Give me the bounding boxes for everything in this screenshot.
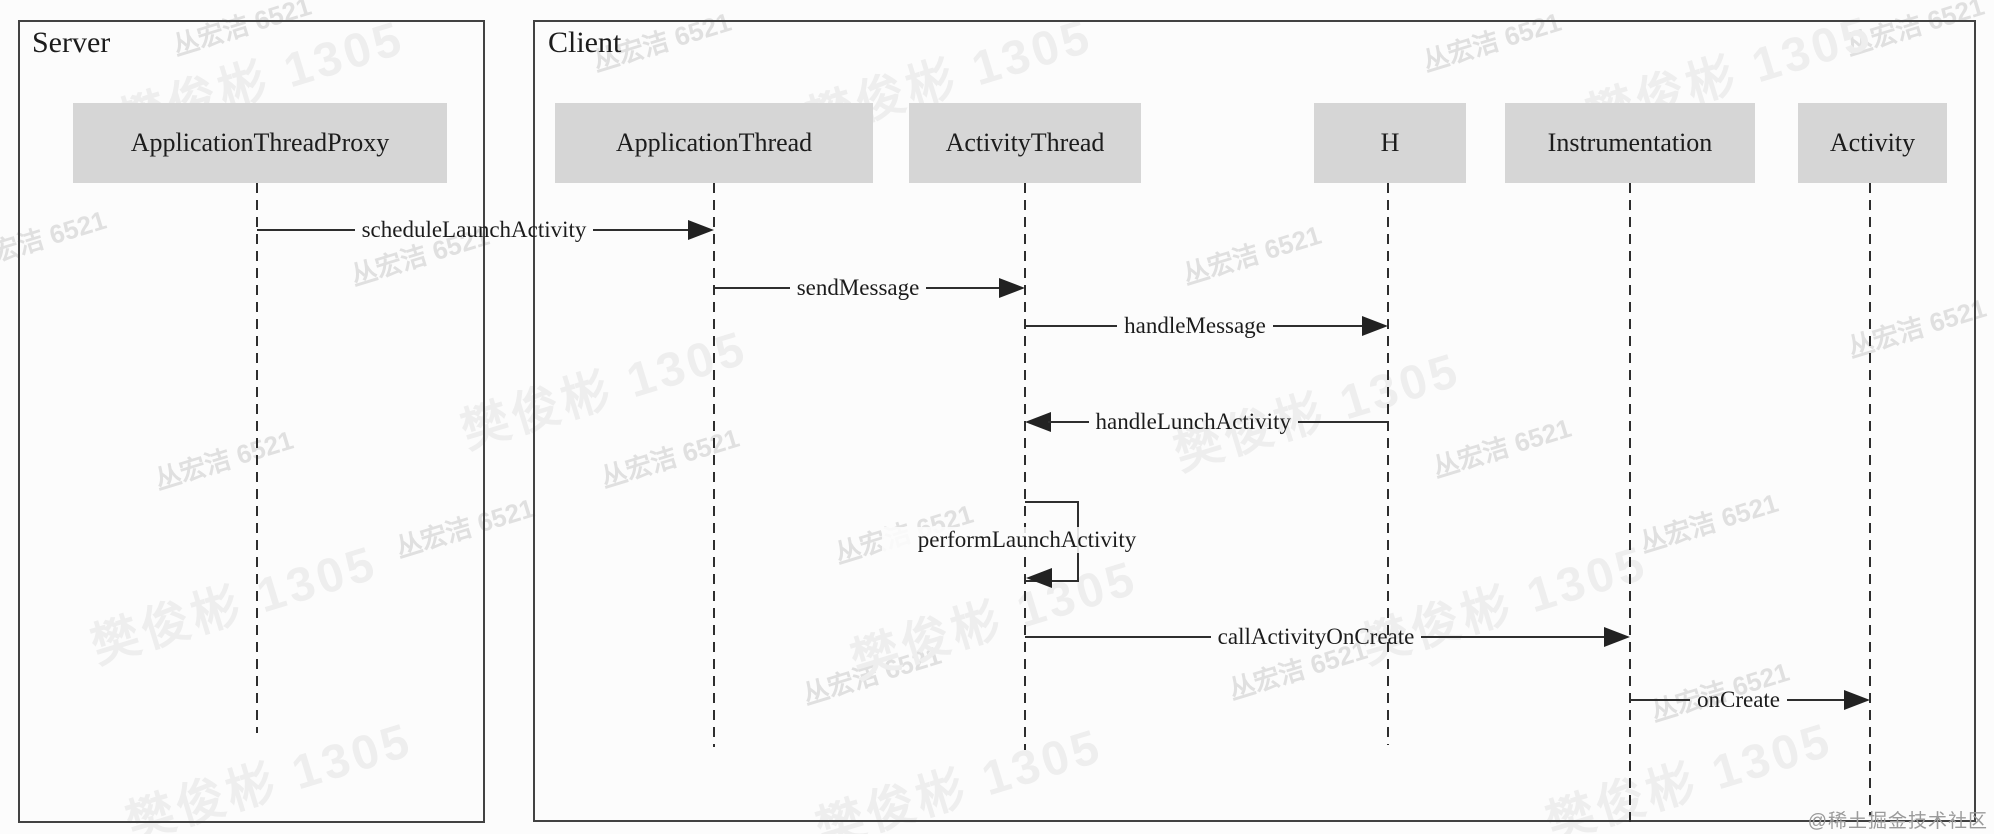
message-schedulelaunchactivity: scheduleLaunchActivity (257, 215, 714, 245)
message-line (1787, 699, 1848, 701)
lifeline-instrumentation (1629, 183, 1631, 828)
arrowhead-right-icon (688, 220, 714, 240)
server-frame (18, 20, 485, 823)
client-title: Client (548, 26, 622, 59)
participant-box-activity: Activity (1798, 103, 1947, 183)
lifeline-applicationthreadproxy (256, 183, 258, 733)
lifeline-activitythread (1024, 183, 1026, 750)
message-label: handleLunchActivity (1095, 409, 1291, 434)
message-line (1630, 699, 1690, 701)
participant-box-applicationthreadproxy: ApplicationThreadProxy (73, 103, 447, 183)
message-label: performLaunchActivity (882, 527, 1172, 553)
message-label: callActivityOnCreate (1217, 624, 1415, 649)
arrowhead-right-icon (1844, 690, 1871, 710)
message-line (1048, 421, 1089, 423)
message-label: scheduleLaunchActivity (361, 217, 587, 242)
arrowhead-right-icon (1362, 316, 1389, 336)
message-label: sendMessage (796, 275, 920, 300)
message-callactivityoncreate: callActivityOnCreate (1025, 622, 1631, 652)
message-line (1272, 325, 1366, 327)
message-line (1025, 636, 1211, 638)
message-line (1297, 421, 1388, 423)
lifeline-h (1387, 183, 1389, 745)
message-sendmessage: sendMessage (714, 273, 1026, 303)
client-frame (533, 20, 1976, 822)
participant-box-activitythread: ActivityThread (909, 103, 1141, 183)
message-line (257, 229, 355, 231)
participant-box-applicationthread: ApplicationThread (555, 103, 873, 183)
message-handlelunchactivity: handleLunchActivity (1025, 407, 1388, 437)
message-line (1421, 636, 1608, 638)
message-line (593, 229, 691, 231)
message-oncreate: onCreate (1630, 685, 1871, 715)
message-line (1025, 325, 1118, 327)
message-label: onCreate (1697, 687, 1781, 712)
message-handlemessage: handleMessage (1025, 311, 1389, 341)
participant-box-h: H (1314, 103, 1466, 183)
credit-watermark: @稀土掘金技术社区 (1807, 811, 1988, 832)
message-label: handleMessage (1124, 313, 1266, 338)
arrowhead-right-icon (999, 278, 1026, 298)
participant-box-instrumentation: Instrumentation (1505, 103, 1755, 183)
arrowhead-left-icon (1026, 568, 1052, 588)
message-line (714, 287, 790, 289)
arrowhead-right-icon (1604, 627, 1631, 647)
server-title: Server (32, 26, 111, 59)
lifeline-applicationthread (713, 183, 715, 747)
message-line (926, 287, 1003, 289)
arrowhead-left-icon (1025, 412, 1051, 432)
lifeline-activity (1869, 183, 1871, 816)
